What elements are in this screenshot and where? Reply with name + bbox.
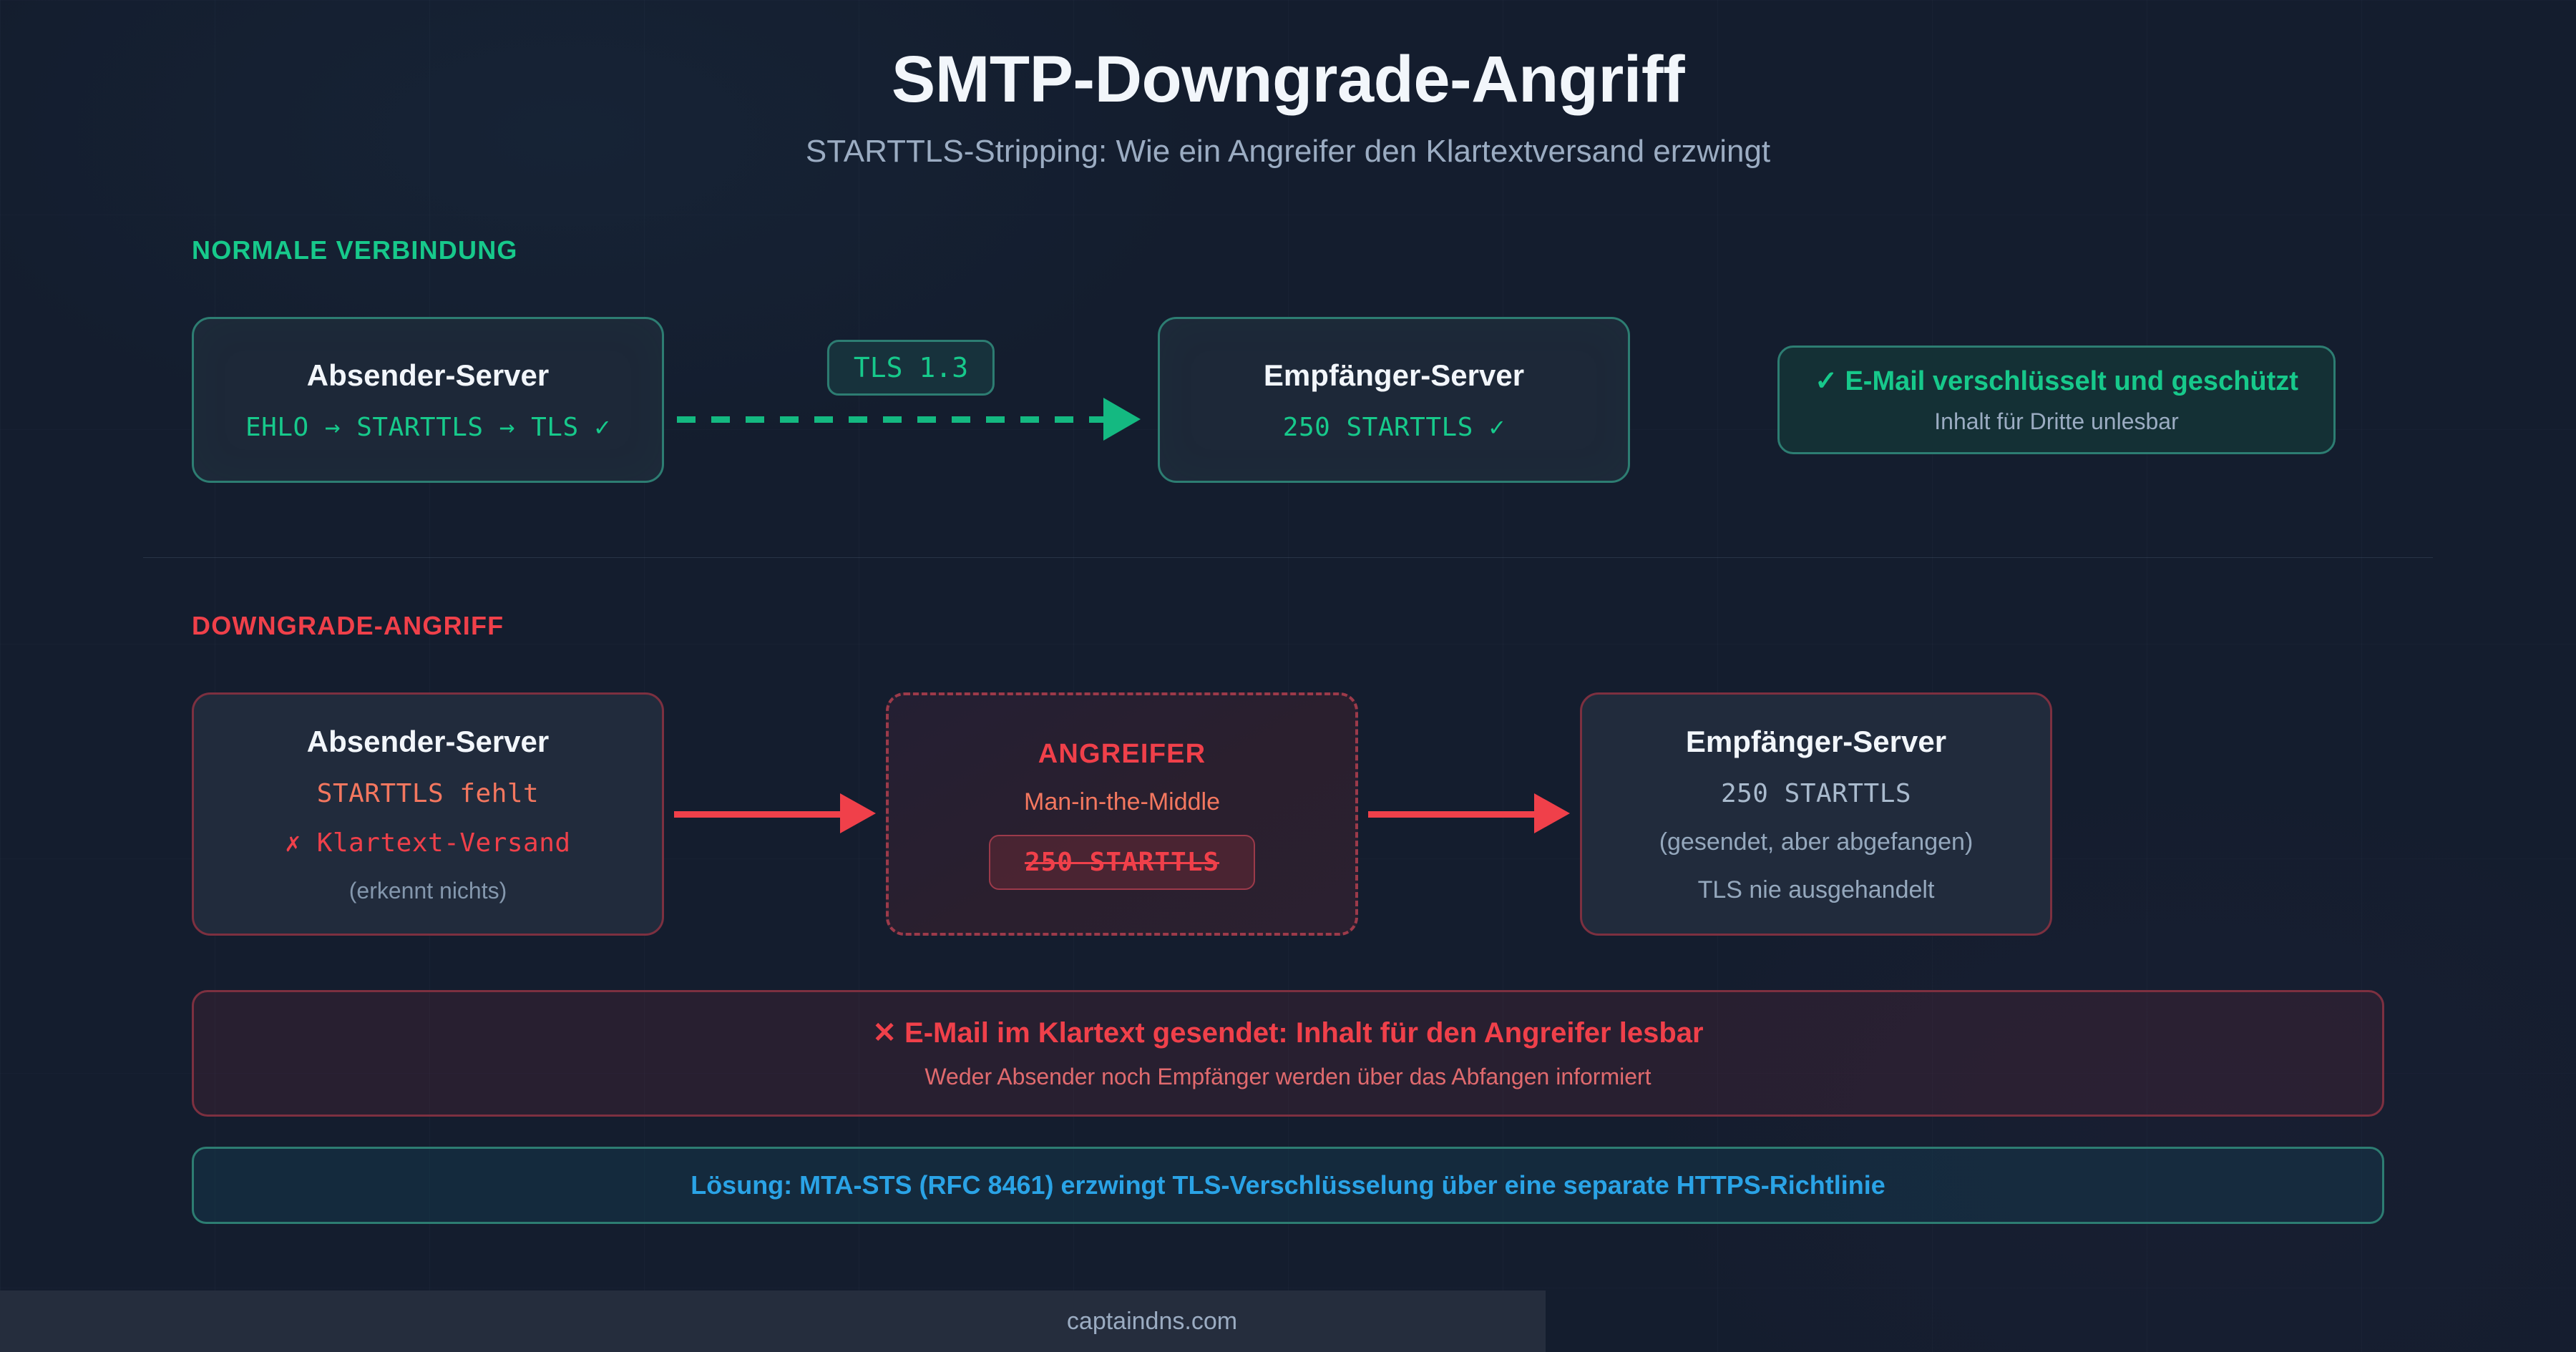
section-divider bbox=[143, 557, 2433, 559]
attack-sender-title: Absender-Server bbox=[306, 724, 550, 758]
normal-sender-title: Absender-Server bbox=[306, 358, 550, 392]
attack-sender-line3: (erkennt nichts) bbox=[348, 877, 507, 903]
section-label-normal: NORMALE VERBINDUNG bbox=[192, 235, 518, 265]
normal-receiver-card: Empfänger-Server 250 STARTTLS ✓ bbox=[1158, 317, 1630, 484]
cleartext-alert-banner: ✕ E-Mail im Klartext gesendet: Inhalt fü… bbox=[192, 990, 2384, 1117]
encryption-success-panel: ✓ E-Mail verschlüsselt und geschützt Inh… bbox=[1777, 346, 2336, 455]
attack-receiver-card: Empfänger-Server 250 STARTTLS (gesendet,… bbox=[1580, 692, 2052, 936]
cleartext-alert-headline: ✕ E-Mail im Klartext gesendet: Inhalt fü… bbox=[872, 1017, 1704, 1049]
stripped-command-chip: 250 STARTTLS bbox=[988, 834, 1256, 890]
normal-connection-row: Absender-Server EHLO → STARTTLS → TLS ✓ … bbox=[192, 317, 2384, 484]
solid-connection-line-right bbox=[1368, 811, 1536, 818]
attacker-card: ANGREIFER Man-in-the-Middle 250 STARTTLS bbox=[886, 692, 1358, 936]
tls-version-badge: TLS 1.3 bbox=[826, 340, 995, 396]
attack-receiver-line2: (gesendet, aber abgefangen) bbox=[1659, 828, 1974, 856]
section-label-attack: DOWNGRADE-ANGRIFF bbox=[192, 611, 504, 641]
dashed-connection-line bbox=[677, 416, 1105, 423]
watermark: captaindns.com bbox=[1066, 1307, 1238, 1335]
attack-receiver-title: Empfänger-Server bbox=[1685, 724, 1947, 758]
attacker-subtitle: Man-in-the-Middle bbox=[1024, 788, 1220, 815]
attack-sender-line2: ✗ Klartext-Versand bbox=[285, 828, 571, 858]
normal-connector: TLS 1.3 bbox=[664, 317, 1158, 483]
solution-banner: Lösung: MTA-STS (RFC 8461) erzwingt TLS-… bbox=[192, 1147, 2384, 1225]
right-arrow-icon bbox=[1534, 793, 1570, 834]
downgrade-attack-section: DOWNGRADE-ANGRIFF Absender-Server STARTT… bbox=[0, 611, 2576, 1225]
attack-connector-right bbox=[1358, 692, 1580, 936]
solid-connection-line-left bbox=[674, 811, 841, 818]
normal-sender-detail: EHLO → STARTTLS → TLS ✓ bbox=[245, 412, 610, 442]
right-arrow-icon bbox=[840, 793, 876, 834]
attack-receiver-line1: 250 STARTTLS bbox=[1720, 778, 1912, 808]
attack-sender-line1: STARTTLS fehlt bbox=[316, 778, 540, 808]
attack-connector-left bbox=[664, 692, 886, 936]
normal-sender-card: Absender-Server EHLO → STARTTLS → TLS ✓ bbox=[192, 317, 664, 484]
normal-receiver-title: Empfänger-Server bbox=[1263, 358, 1525, 392]
success-headline: ✓ E-Mail verschlüsselt und geschützt bbox=[1815, 366, 2298, 397]
success-subtext: Inhalt für Dritte unlesbar bbox=[1934, 408, 2179, 435]
attack-sender-card: Absender-Server STARTTLS fehlt ✗ Klartex… bbox=[192, 692, 664, 936]
solution-text: Lösung: MTA-STS (RFC 8461) erzwingt TLS-… bbox=[691, 1170, 1885, 1200]
footer-bar: captaindns.com bbox=[0, 1290, 1546, 1352]
attacker-title: ANGREIFER bbox=[1038, 738, 1206, 769]
page-subtitle: STARTTLS-Stripping: Wie ein Angreifer de… bbox=[805, 134, 1771, 170]
cleartext-alert-subtext: Weder Absender noch Empfänger werden übe… bbox=[924, 1064, 1652, 1090]
page-title: SMTP-Downgrade-Angriff bbox=[891, 43, 1685, 116]
header: SMTP-Downgrade-Angriff STARTTLS-Strippin… bbox=[0, 0, 2576, 170]
normal-receiver-detail: 250 STARTTLS ✓ bbox=[1282, 412, 1506, 442]
attack-receiver-line3: TLS nie ausgehandelt bbox=[1697, 876, 1935, 903]
normal-connection-section: NORMALE VERBINDUNG Absender-Server EHLO … bbox=[0, 235, 2576, 484]
attack-row: Absender-Server STARTTLS fehlt ✗ Klartex… bbox=[192, 692, 2384, 936]
right-arrow-icon bbox=[1103, 398, 1141, 441]
